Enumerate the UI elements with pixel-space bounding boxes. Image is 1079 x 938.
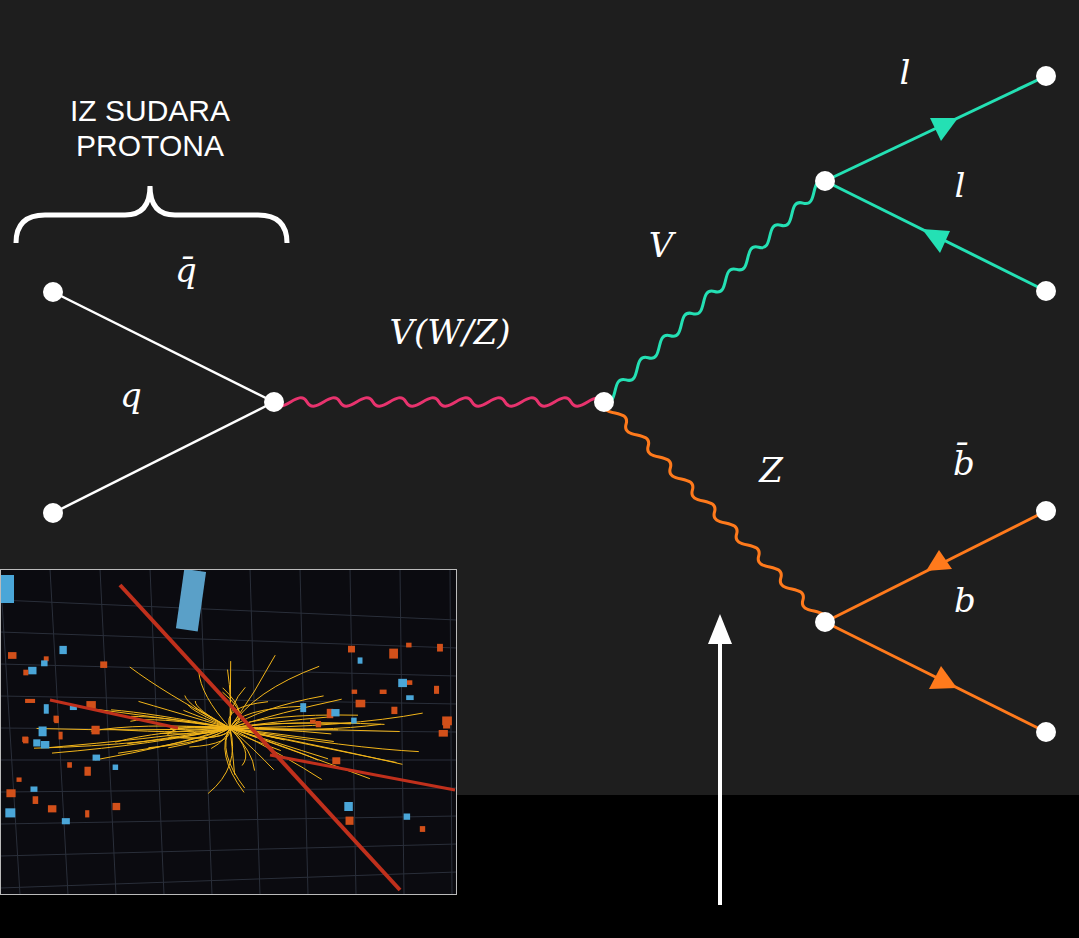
fermion-arrow <box>922 229 950 253</box>
event-display-inset <box>0 569 457 895</box>
vector-boson-line <box>604 181 825 403</box>
quark-line <box>53 402 274 513</box>
particle-label: q <box>120 375 142 415</box>
fermion-arrow <box>926 550 952 571</box>
z-boson-line <box>604 402 826 622</box>
particle-label: Z <box>759 450 783 490</box>
fermion-arrow <box>930 118 958 141</box>
particle-label: b̄ <box>953 443 975 483</box>
pointer-arrowhead <box>708 614 732 644</box>
particle-label: q̄ <box>175 250 197 290</box>
pointer-arrow <box>718 640 722 905</box>
particle-label: V <box>649 225 674 265</box>
b-quark-line <box>825 622 1046 732</box>
annotation-text: IZ SUDARA PROTONA <box>30 94 270 163</box>
fermion-arrow <box>929 666 957 689</box>
particle-label: b <box>954 580 976 620</box>
lepton-line <box>825 181 1046 291</box>
particle-label: l <box>955 165 966 205</box>
vector-boson-line <box>274 398 604 406</box>
curly-bracket <box>16 186 287 243</box>
b-quark-line <box>825 511 1046 622</box>
lepton-line <box>825 76 1046 181</box>
antiquark-line <box>53 292 274 402</box>
particle-label: V(W/Z) <box>389 312 510 352</box>
particle-label: l <box>900 52 911 92</box>
